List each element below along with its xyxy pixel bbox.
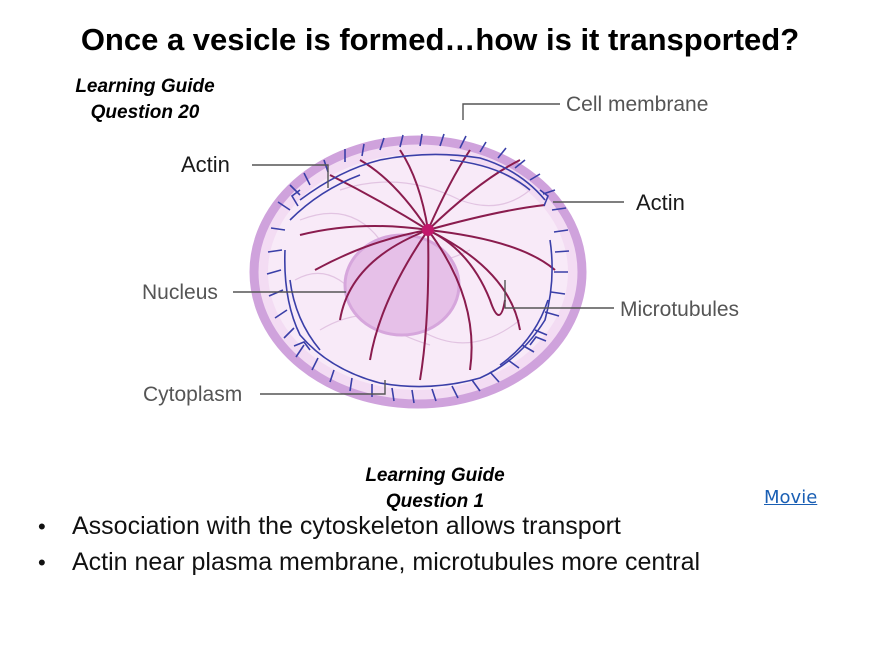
bullet-dot: • <box>38 550 46 575</box>
bullet-list: • Association with the cytoskeleton allo… <box>38 512 700 584</box>
bullet-text: Association with the cytoskeleton allows… <box>72 512 621 540</box>
bullet-text: Actin near plasma membrane, microtubules… <box>72 548 701 576</box>
learning-guide-question-1: Learning Guide Question 1 <box>340 463 530 515</box>
slide-title: Once a vesicle is formed…how is it trans… <box>80 22 800 57</box>
label-cell-membrane: Cell membrane <box>566 93 708 116</box>
label-actin-right: Actin <box>636 190 685 215</box>
guide-line-2: Question 20 <box>90 102 200 123</box>
bullet-item: • Actin near plasma membrane, microtubul… <box>38 548 700 584</box>
label-nucleus: Nucleus <box>142 281 218 304</box>
label-cytoplasm: Cytoplasm <box>143 383 242 406</box>
learning-guide-question-20: Learning Guide Question 20 <box>60 74 230 126</box>
movie-link[interactable]: Movie <box>764 487 818 508</box>
label-microtubules: Microtubules <box>620 298 739 321</box>
actin-filaments-shape <box>266 133 570 404</box>
guide-line-1: Learning Guide <box>75 76 215 97</box>
label-actin-left: Actin <box>181 152 230 177</box>
bullet-dot: • <box>38 514 46 539</box>
guide-line-1: Learning Guide <box>365 465 505 486</box>
centrosome-shape <box>422 224 434 236</box>
bullet-item: • Association with the cytoskeleton allo… <box>38 512 700 548</box>
guide-line-2: Question 1 <box>385 491 485 512</box>
microtubules-shape <box>299 149 556 381</box>
leader-lines <box>233 103 624 395</box>
